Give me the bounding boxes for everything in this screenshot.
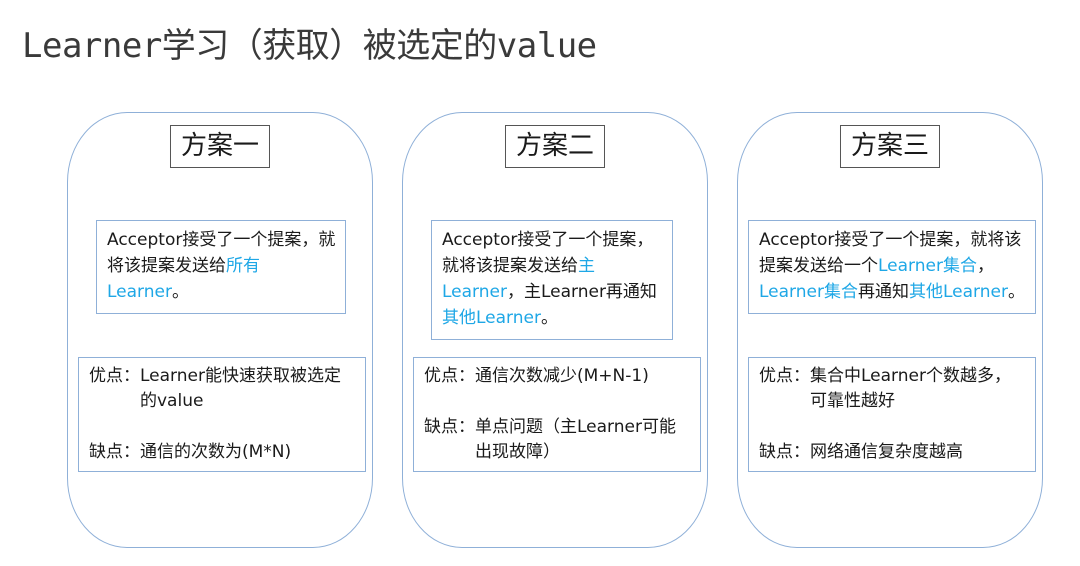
pros-cons-box: 优点： 集合中Learner个数越多，可靠性越好 缺点： 网络通信复杂度越高 — [748, 357, 1036, 472]
pros-cons-box: 优点： 通信次数减少(M+N-1) 缺点： 单点问题（主Learner可能出现故… — [413, 357, 701, 472]
cons-text: 网络通信复杂度越高 — [810, 442, 963, 462]
desc-text: ， — [976, 256, 994, 276]
desc-text: 再通知 — [857, 282, 909, 302]
pros-row: 优点： 集合中Learner个数越多，可靠性越好 — [759, 364, 1027, 414]
pros-label: 优点： — [89, 366, 140, 386]
cons-row: 缺点： 通信的次数为(M*N) — [89, 440, 357, 465]
cons-text: 单点问题（主Learner可能出现故障） — [475, 417, 676, 462]
desc-highlight: Learner集合 — [878, 256, 977, 276]
scheme-description: Acceptor接受了一个提案，就将该提案发送给主Learner，主Learne… — [431, 220, 673, 340]
pros-row: 优点： 通信次数减少(M+N-1) — [424, 364, 692, 389]
cons-label: 缺点： — [424, 417, 475, 437]
desc-highlight: Learner集合 — [759, 282, 858, 302]
desc-highlight: 其他Learner — [442, 308, 541, 328]
desc-text: 。 — [540, 308, 558, 328]
scheme-card-2: 方案二 Acceptor接受了一个提案，就将该提案发送给主Learner，主Le… — [402, 112, 708, 548]
scheme-description: Acceptor接受了一个提案，就将该提案发送给所有Learner。 — [96, 220, 346, 314]
pros-row: 优点： Learner能快速获取被选定的value — [89, 364, 357, 414]
desc-text: Acceptor接受了一个提案，就将该提案发送给 — [442, 230, 654, 276]
pros-text: 集合中Learner个数越多，可靠性越好 — [810, 366, 1011, 411]
scheme-title: 方案一 — [169, 125, 271, 168]
desc-text: Acceptor接受了一个提案，就将该提案发送给 — [107, 230, 336, 276]
cons-label: 缺点： — [759, 442, 810, 462]
page-title: Learner学习（获取）被选定的value — [22, 26, 597, 66]
pros-label: 优点： — [424, 366, 475, 386]
pros-cons-box: 优点： Learner能快速获取被选定的value 缺点： 通信的次数为(M*N… — [78, 357, 366, 472]
cons-row: 缺点： 网络通信复杂度越高 — [759, 440, 1027, 465]
scheme-title: 方案三 — [839, 125, 941, 168]
desc-text: 。 — [1007, 282, 1025, 302]
scheme-description: Acceptor接受了一个提案，就将该提案发送给一个Learner集合，Lear… — [748, 220, 1036, 314]
desc-highlight: 所有Learner — [107, 256, 260, 302]
desc-text: ，主Learner再通知 — [506, 282, 657, 302]
scheme-card-3: 方案三 Acceptor接受了一个提案，就将该提案发送给一个Learner集合，… — [737, 112, 1043, 548]
scheme-title: 方案二 — [504, 125, 606, 168]
pros-text: Learner能快速获取被选定的value — [140, 366, 341, 411]
scheme-card-1: 方案一 Acceptor接受了一个提案，就将该提案发送给所有Learner。 优… — [67, 112, 373, 548]
cons-row: 缺点： 单点问题（主Learner可能出现故障） — [424, 415, 692, 465]
pros-label: 优点： — [759, 366, 810, 386]
cons-text: 通信的次数为(M*N) — [140, 442, 292, 462]
desc-text: Acceptor接受了一个提案，就将该提案发送给一个 — [759, 230, 1022, 276]
cons-label: 缺点： — [89, 442, 140, 462]
desc-text: 。 — [171, 282, 189, 302]
desc-highlight: 主Learner — [442, 256, 595, 302]
pros-text: 通信次数减少(M+N-1) — [475, 366, 649, 386]
desc-highlight: 其他Learner — [908, 282, 1008, 302]
